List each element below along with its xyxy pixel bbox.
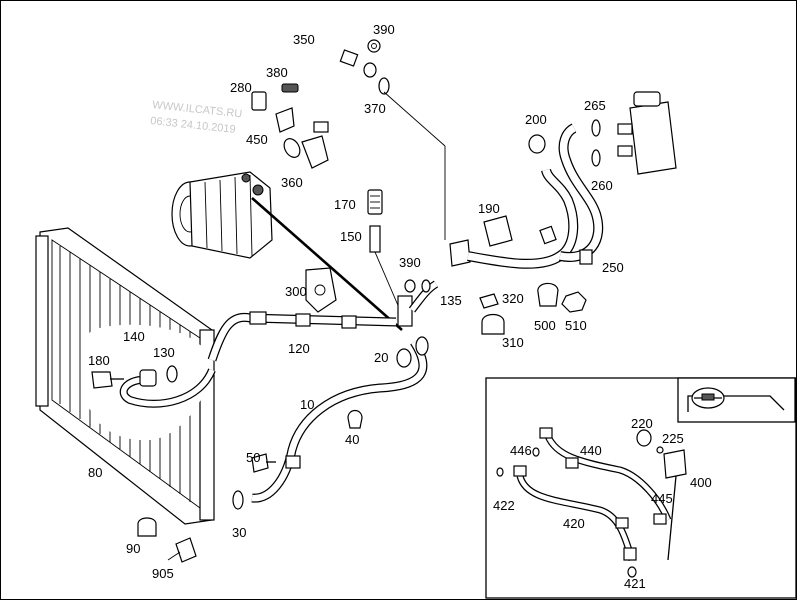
connector-block [449,239,471,267]
label-905-part [175,537,197,563]
label-422: 422 [493,498,515,513]
label-300: 300 [285,284,307,299]
connector-mid [397,295,413,327]
label-265: 265 [584,98,606,113]
bolt-50 [251,453,269,473]
label-280: 280 [230,80,252,95]
oring-390-top [367,39,381,53]
label-250: 250 [602,260,624,275]
vehicle-icon [687,387,785,412]
sensor-400 [663,449,687,479]
label-140: 140 [123,329,145,344]
valve-150 [369,225,381,253]
label-380: 380 [266,65,288,80]
oring-225 [656,446,664,454]
plug-90 [137,517,157,537]
oring-265-bottom [591,149,601,167]
label-320: 320 [502,291,524,306]
fitting-450 [275,107,295,133]
bolt-180 [91,371,113,389]
pipe-420 [517,475,635,561]
fitting-280 [251,91,267,111]
label-450: 450 [246,132,268,147]
oring-130 [166,365,178,383]
label-446: 446 [510,443,532,458]
label-400: 400 [690,475,712,490]
compressor-leader [251,197,403,331]
label-50: 50 [246,450,260,465]
bracket-300 [305,267,337,313]
label-10: 10 [300,397,314,412]
hose-10 [251,340,427,502]
label-390-mid: 390 [399,255,421,270]
part-labels: 10 20 30 40 50 80 90 120 130 135 140 150… [88,22,712,591]
label-200: 200 [525,112,547,127]
label-80: 80 [88,465,102,480]
label-120: 120 [288,341,310,356]
oring-20 [396,348,412,368]
label-130: 130 [153,345,175,360]
label-420: 420 [563,516,585,531]
label-90: 90 [126,541,140,556]
label-905: 905 [152,566,174,581]
fitting-360 [301,135,329,169]
oring-30 [232,490,244,510]
label-445: 445 [651,491,673,506]
label-150: 150 [340,229,362,244]
label-40: 40 [345,432,359,447]
label-310: 310 [502,335,524,350]
fitting-top-10 [415,336,429,356]
label-30: 30 [232,525,246,540]
label-510: 510 [565,318,587,333]
label-225: 225 [662,431,684,446]
cap-200 [528,134,546,154]
grommet-310 [481,313,505,335]
label-500: 500 [534,318,556,333]
label-390-top: 390 [373,22,395,37]
bracket-140 [139,369,157,387]
bolt-320 [479,293,499,309]
nut-510 [561,291,587,313]
compressor [171,171,273,259]
label-421: 421 [624,576,646,591]
label-350: 350 [293,32,315,47]
clamp-40 [347,409,363,429]
label-440: 440 [580,443,602,458]
oring-370 [378,77,390,95]
label-170: 170 [334,197,356,212]
bracket-190 [483,215,513,247]
pipe-250 [467,168,577,268]
expansion-valve [629,101,677,175]
label-220: 220 [631,416,653,431]
oring-265-top [591,119,601,137]
label-190: 190 [478,201,500,216]
label-20: 20 [374,350,388,365]
pipe-440 [545,435,671,521]
label-135: 135 [440,293,462,308]
label-180: 180 [88,353,110,368]
label-370: 370 [364,101,386,116]
fitting-380 [281,83,299,93]
oring-390-mid [404,279,416,293]
label-260: 260 [591,178,613,193]
label-360: 360 [281,175,303,190]
clamp-500 [537,282,559,307]
cap-220 [636,429,652,447]
watermark: WWW.ILCATS.RU 06:33 24.10.2019 [150,99,243,136]
